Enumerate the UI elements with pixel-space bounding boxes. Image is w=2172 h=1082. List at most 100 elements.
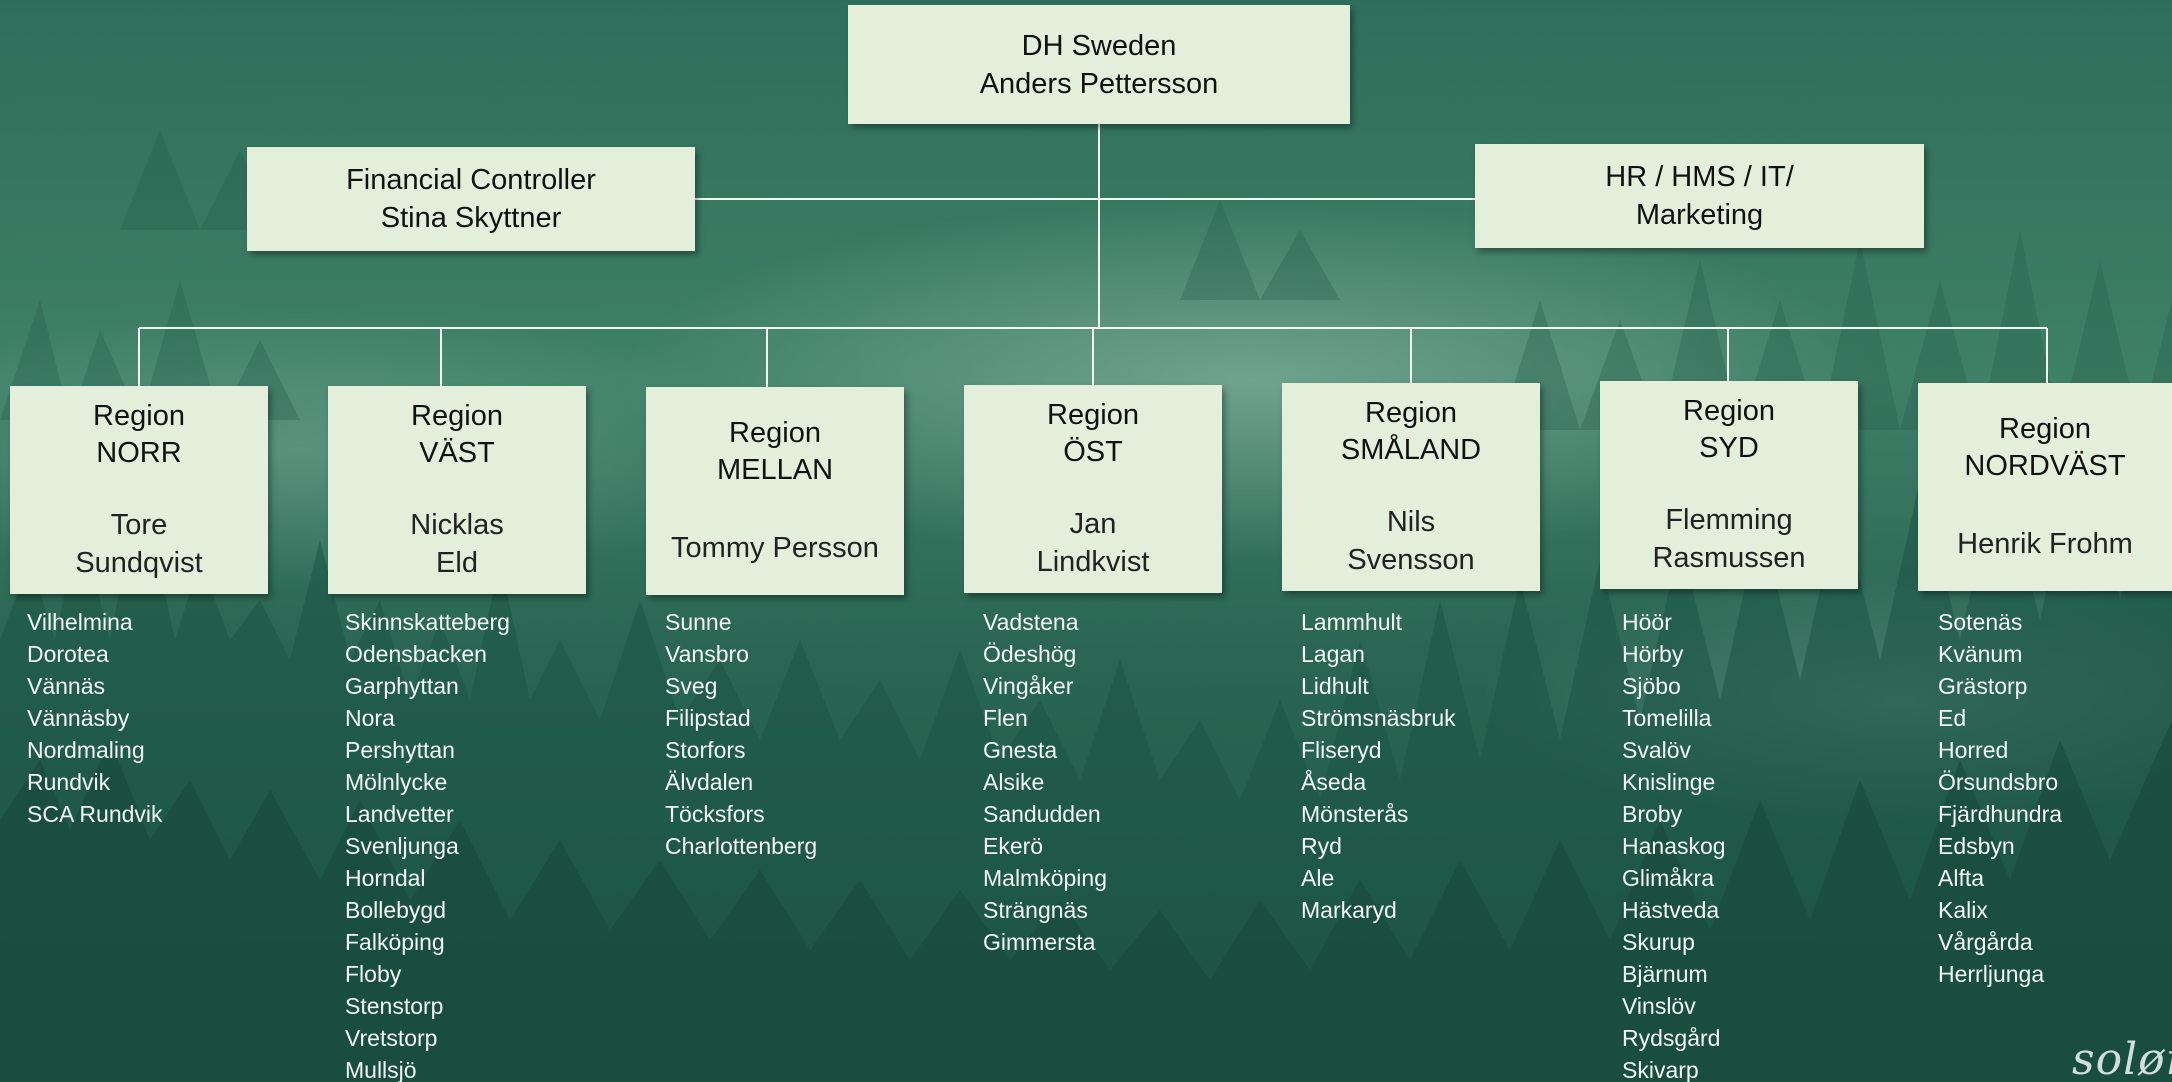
town-item: Mullsjö	[345, 1057, 417, 1082]
finance-box: Financial Controller Stina Skyttner	[247, 147, 695, 251]
region-label: Region	[1999, 413, 2091, 445]
town-item: Markaryd	[1301, 897, 1397, 923]
town-item: Ekerö	[983, 833, 1044, 859]
town-item: Gimmersta	[983, 929, 1096, 955]
town-item: Rydsgård	[1622, 1025, 1721, 1051]
town-item: Vretstorp	[345, 1025, 438, 1051]
town-item: Kalix	[1938, 897, 1988, 923]
town-item: Kvänum	[1938, 641, 2023, 667]
town-item: Ödeshög	[983, 641, 1077, 667]
hr-title-line1: HR / HMS / IT/	[1605, 161, 1794, 193]
town-item: Höör	[1622, 609, 1672, 635]
company-name: DH Sweden	[1021, 29, 1177, 62]
town-item: Ryd	[1301, 833, 1342, 859]
town-item: Odensbacken	[345, 641, 487, 667]
town-item: Landvetter	[345, 801, 454, 827]
town-item: Hästveda	[1622, 897, 1720, 923]
region-box-smaland: Region SMÅLAND Nils Svensson	[1282, 383, 1540, 591]
region-label: Region	[411, 400, 503, 432]
region-name: MELLAN	[716, 454, 834, 486]
town-item: Åseda	[1301, 769, 1367, 795]
town-item: Horndal	[345, 865, 426, 891]
town-item: Floby	[345, 961, 402, 987]
region-name: NORDVÄST	[1964, 450, 2126, 482]
finance-title: Financial Controller	[346, 164, 596, 196]
town-item: Gnesta	[983, 737, 1058, 763]
town-item: Mönsterås	[1301, 801, 1409, 827]
town-item: Lidhult	[1301, 673, 1369, 699]
hr-title-line2: Marketing	[1635, 199, 1764, 231]
town-item: Skurup	[1622, 929, 1695, 955]
town-item: Pershyttan	[345, 737, 455, 763]
region-label: Region	[729, 417, 821, 449]
ceo-name: Anders Pettersson	[979, 67, 1219, 100]
town-item: Broby	[1622, 801, 1683, 827]
hr-box: HR / HMS / IT/ Marketing	[1475, 144, 1924, 248]
town-item: Strängnäs	[983, 897, 1088, 923]
town-item: Garphyttan	[345, 673, 459, 699]
ceo-box: DH Sweden Anders Pettersson	[848, 5, 1350, 124]
region-name: SMÅLAND	[1340, 434, 1482, 466]
town-item: Skinnskatteberg	[345, 609, 510, 635]
town-item: Rundvik	[27, 769, 111, 795]
town-item: Bollebygd	[345, 897, 447, 923]
town-item: Fjärdhundra	[1938, 801, 2063, 827]
region-manager: Nils Svensson	[1347, 506, 1475, 576]
region-manager: Tore Sundqvist	[75, 509, 203, 579]
town-item: Sjöbo	[1622, 673, 1681, 699]
town-item: Örsundsbro	[1938, 769, 2059, 795]
town-item: Dorotea	[27, 641, 109, 667]
town-item: Ale	[1301, 865, 1335, 891]
region-manager: Tommy Persson	[671, 532, 879, 564]
town-item: Ed	[1938, 705, 1967, 731]
town-item: Herrljunga	[1938, 961, 2045, 987]
region-label: Region	[93, 400, 185, 432]
town-item: Vadstena	[983, 609, 1079, 635]
town-item: Vansbro	[665, 641, 749, 667]
town-item: Filipstad	[665, 705, 751, 731]
town-item: Skivarp	[1622, 1057, 1699, 1082]
town-item: Hanaskog	[1622, 833, 1726, 859]
region-name: SYD	[1699, 432, 1759, 464]
region-label: Region	[1047, 399, 1139, 431]
town-item: Nora	[345, 705, 395, 731]
town-item: Tomelilla	[1622, 705, 1712, 731]
town-item: Charlottenberg	[665, 833, 818, 859]
town-item: Malmköping	[983, 865, 1107, 891]
town-item: Edsbyn	[1938, 833, 2015, 859]
town-item: SCA Rundvik	[27, 801, 163, 827]
town-item: Lagan	[1301, 641, 1365, 667]
town-item: Glimåkra	[1622, 865, 1715, 891]
town-item: Vilhelmina	[27, 609, 133, 635]
town-item: Alfta	[1938, 865, 1985, 891]
town-item: Svenljunga	[345, 833, 459, 859]
town-item: Storfors	[665, 737, 746, 763]
region-manager: Nicklas Eld	[410, 509, 504, 579]
town-item: Falköping	[345, 929, 445, 955]
region-box-norr: Region NORR Tore Sundqvist	[10, 386, 268, 594]
region-manager: Flemming Rasmussen	[1652, 504, 1806, 574]
region-manager: Henrik Frohm	[1957, 528, 2133, 560]
town-item: Vingåker	[983, 673, 1074, 699]
town-item: Grästorp	[1938, 673, 2028, 699]
region-box-vast: Region VÄST Nicklas Eld	[328, 386, 586, 594]
town-item: Flen	[983, 705, 1028, 731]
solor-logo: solør	[2072, 1038, 2172, 1082]
town-item: Alsike	[983, 769, 1045, 795]
town-item: Sotenäs	[1938, 609, 2023, 635]
region-name: ÖST	[1063, 436, 1123, 468]
town-item: Strömsnäsbruk	[1301, 705, 1456, 731]
town-item: Fliseryd	[1301, 737, 1382, 763]
town-item: Vännäs	[27, 673, 106, 699]
region-box-nordvast: Region NORDVÄST Henrik Frohm	[1918, 383, 2172, 591]
town-item: Töcksfors	[665, 801, 765, 827]
town-item: Stenstorp	[345, 993, 444, 1019]
town-item: Vårgårda	[1938, 929, 2033, 955]
